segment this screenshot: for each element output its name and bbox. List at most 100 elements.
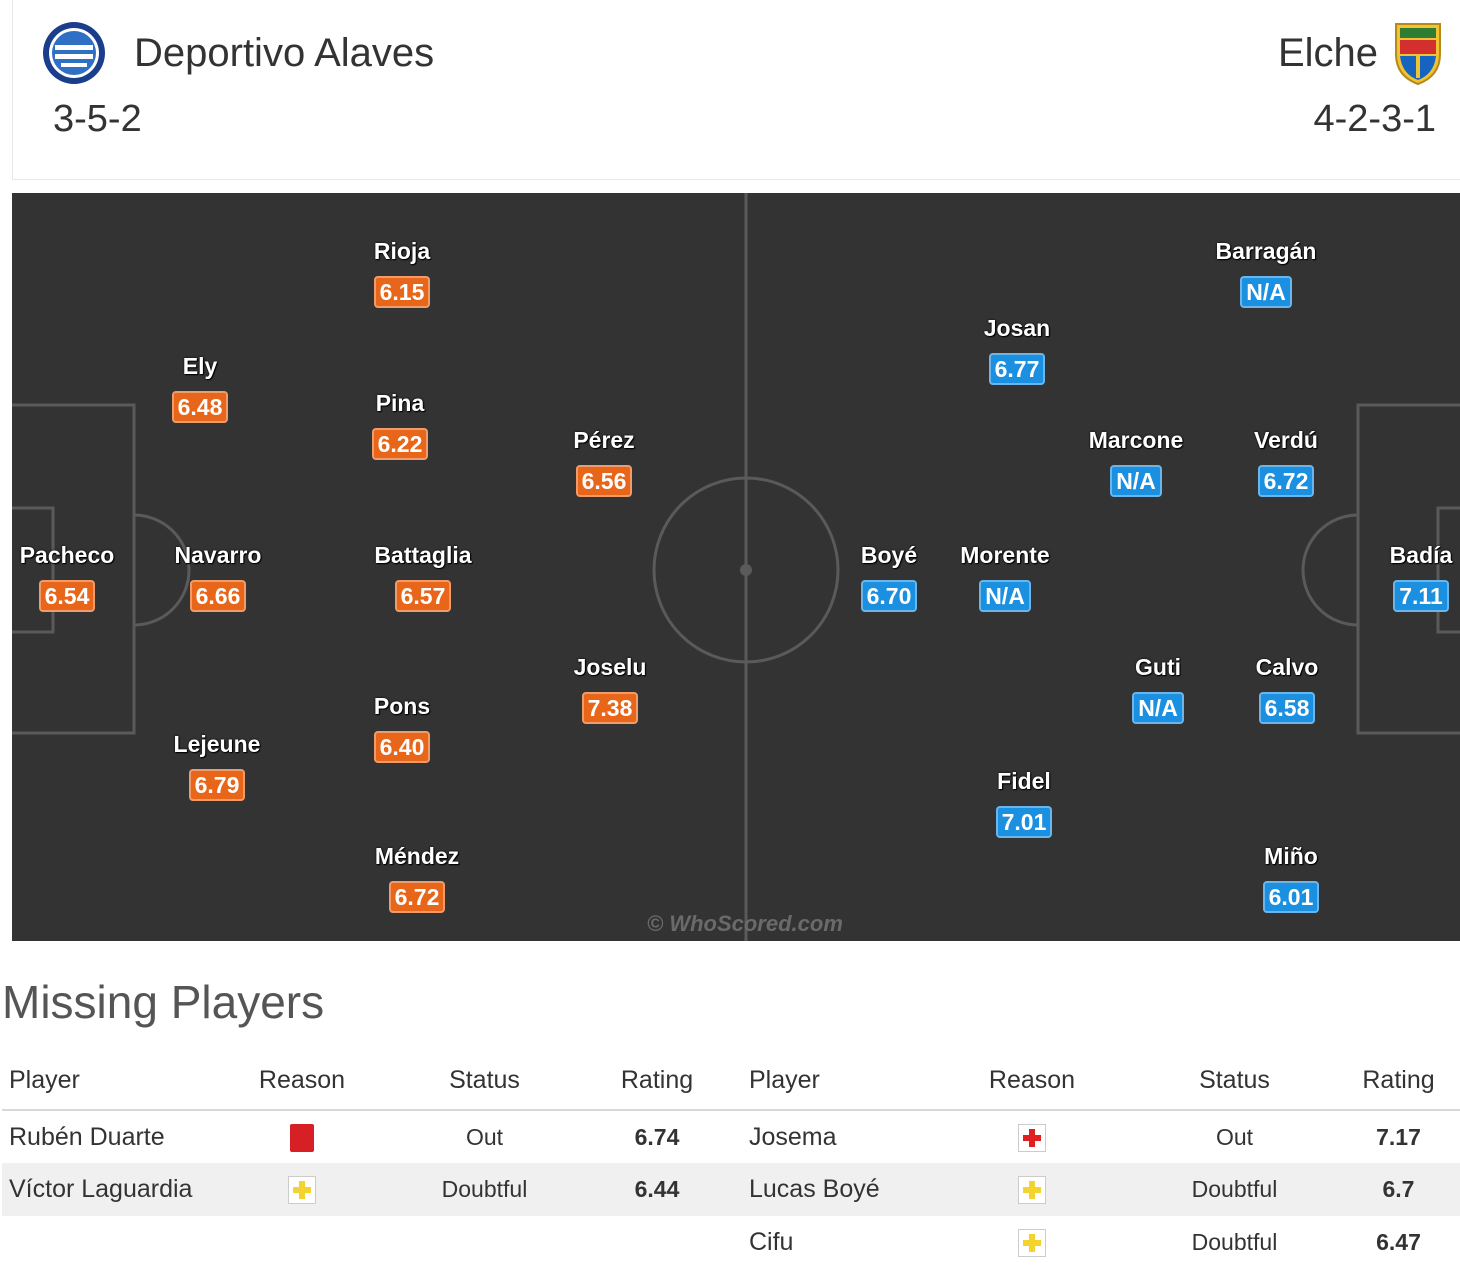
table-row: Rubén Duarte Out 6.74 Josema Out 7.17 <box>2 1110 1460 1163</box>
col-header-player[interactable]: Player <box>2 1052 207 1111</box>
reason-cell <box>932 1216 1132 1269</box>
home-player[interactable]: Pons 6.40 <box>322 693 482 763</box>
away-team-name[interactable]: Elche <box>1277 31 1378 75</box>
away-player[interactable]: Boyé 6.70 <box>809 542 969 612</box>
player-rating: 6.56 <box>575 465 633 497</box>
player-name: Joselu <box>573 654 647 680</box>
home-player[interactable]: Ely 6.48 <box>120 353 280 423</box>
col-header-status[interactable]: Status <box>1132 1052 1337 1111</box>
away-player[interactable]: Calvo 6.58 <box>1207 654 1367 724</box>
rating-cell: 6.7 <box>1337 1163 1460 1216</box>
table-header-row: Player Reason Status Rating Player Reaso… <box>2 1052 1460 1111</box>
away-player[interactable]: Fidel 7.01 <box>944 768 1104 838</box>
player-name: Fidel <box>997 768 1051 794</box>
status-cell: Out <box>1215 1123 1254 1150</box>
away-player[interactable]: Badía 7.11 <box>1341 542 1460 612</box>
red-card-icon <box>290 1123 314 1152</box>
player-name: Badía <box>1389 542 1453 568</box>
away-player[interactable]: Barragán N/A <box>1186 238 1346 308</box>
rating-cell: 6.47 <box>1376 1229 1421 1255</box>
player-name: Navarro <box>174 542 262 568</box>
player-name-cell[interactable]: Lucas Boyé <box>742 1163 932 1216</box>
doubtful-icon <box>1018 1176 1046 1205</box>
home-player[interactable]: Lejeune 6.79 <box>137 731 297 801</box>
empty-cell <box>397 1216 572 1269</box>
player-name: Boyé <box>860 542 918 568</box>
away-formation: 4-2-3-1 <box>1313 98 1437 140</box>
player-rating: 6.72 <box>1257 465 1315 497</box>
home-team-name[interactable]: Deportivo Alaves <box>134 31 435 75</box>
injury-icon <box>1018 1123 1046 1152</box>
player-name-cell[interactable]: Josema <box>749 1122 837 1151</box>
reason-cell <box>207 1110 397 1163</box>
player-rating: N/A <box>1132 692 1184 724</box>
player-name: Battaglia <box>374 542 472 568</box>
player-rating: N/A <box>979 580 1031 612</box>
rating-cell: 7.17 <box>1376 1123 1421 1150</box>
home-player[interactable]: Rioja 6.15 <box>322 238 482 308</box>
home-player[interactable]: Pérez 6.56 <box>524 427 684 497</box>
player-rating: 6.79 <box>188 769 246 801</box>
home-player[interactable]: Pina 6.22 <box>320 390 480 460</box>
col-header-status[interactable]: Status <box>397 1052 572 1111</box>
player-rating: 6.70 <box>860 580 918 612</box>
status-cell: Out <box>465 1123 504 1150</box>
player-rating: 6.66 <box>189 580 247 612</box>
whoscored-watermark: © WhoScored.com <box>647 911 843 936</box>
player-rating: 6.57 <box>394 580 452 612</box>
player-rating: 6.01 <box>1262 881 1320 913</box>
col-header-rating[interactable]: Rating <box>572 1052 742 1111</box>
player-name: Ely <box>182 353 218 379</box>
player-rating: N/A <box>1110 465 1162 497</box>
doubtful-icon <box>288 1176 316 1205</box>
player-name: Pina <box>375 390 425 416</box>
col-header-rating[interactable]: Rating <box>1337 1052 1460 1111</box>
home-player[interactable]: Navarro 6.66 <box>138 542 298 612</box>
away-player[interactable]: Guti N/A <box>1078 654 1238 724</box>
alaves-crest-icon <box>43 22 105 84</box>
player-name: Pons <box>373 693 431 719</box>
player-name: Pérez <box>573 427 635 453</box>
away-player[interactable]: Verdú 6.72 <box>1206 427 1366 497</box>
player-name: Morente <box>960 542 1050 568</box>
home-player[interactable]: Méndez 6.72 <box>337 843 497 913</box>
col-header-reason[interactable]: Reason <box>932 1052 1132 1111</box>
away-player[interactable]: Morente N/A <box>925 542 1085 612</box>
player-rating: 6.15 <box>373 276 431 308</box>
player-name: Rioja <box>373 238 431 264</box>
player-name-cell[interactable]: Cifu <box>749 1228 794 1256</box>
player-name: Calvo <box>1255 654 1319 680</box>
player-name: Méndez <box>374 843 460 869</box>
player-name: Josan <box>983 315 1051 341</box>
player-name-cell[interactable]: Rubén Duarte <box>9 1122 165 1151</box>
home-player[interactable]: Battaglia 6.57 <box>343 542 503 612</box>
player-name-cell[interactable]: Víctor Laguardia <box>2 1163 207 1216</box>
player-name: Verdú <box>1254 427 1318 453</box>
missing-players-table: Player Reason Status Rating Player Reaso… <box>2 1052 1460 1269</box>
status-cell: Doubtful <box>397 1163 572 1216</box>
table-row: Cifu Doubtful 6.47 <box>2 1216 1460 1269</box>
home-player[interactable]: Pacheco 6.54 <box>12 542 147 612</box>
player-name: Barragán <box>1215 238 1317 264</box>
rating-cell: 6.44 <box>572 1163 742 1216</box>
player-rating: 6.48 <box>171 391 229 423</box>
away-player[interactable]: Miño 6.01 <box>1211 843 1371 913</box>
pitch-lines <box>12 193 1460 941</box>
away-player[interactable]: Marcone N/A <box>1056 427 1216 497</box>
reason-cell <box>932 1110 1132 1163</box>
col-header-reason[interactable]: Reason <box>207 1052 397 1111</box>
empty-cell <box>207 1216 397 1269</box>
col-header-player[interactable]: Player <box>742 1052 932 1111</box>
player-rating: N/A <box>1240 276 1292 308</box>
player-rating: 6.22 <box>371 428 429 460</box>
home-player[interactable]: Joselu 7.38 <box>530 654 690 724</box>
empty-cell <box>572 1216 742 1269</box>
home-formation: 3-5-2 <box>53 98 142 140</box>
away-player[interactable]: Josan 6.77 <box>937 315 1097 385</box>
player-name: Marcone <box>1088 427 1184 453</box>
doubtful-icon <box>1018 1229 1046 1258</box>
player-name: Miño <box>1264 843 1318 869</box>
player-rating: 7.11 <box>1393 580 1449 612</box>
status-cell: Doubtful <box>1132 1163 1337 1216</box>
player-rating: 7.01 <box>995 806 1053 838</box>
